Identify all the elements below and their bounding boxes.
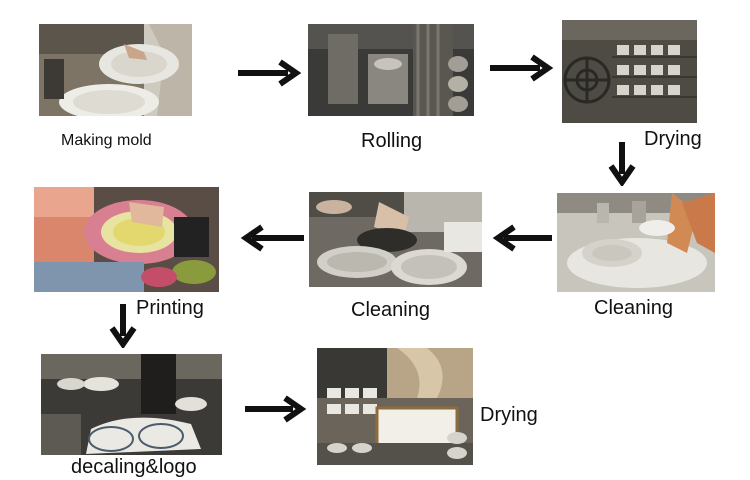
cleaning-photo [309, 192, 482, 287]
step-label-rolling: Rolling [361, 130, 423, 152]
arrow-down-icon [108, 302, 138, 348]
step-label-printing: Printing [136, 297, 204, 319]
decaling-photo [41, 354, 222, 455]
step-label-drying: Drying [644, 128, 702, 150]
arrow-down-icon [607, 140, 637, 186]
making-mold-photo [39, 24, 192, 116]
step-label-making-mold: Making mold [61, 132, 152, 149]
cleaning-photo [557, 193, 715, 292]
drying-photo [562, 20, 697, 123]
drying-photo [317, 348, 473, 465]
arrow-right-icon [243, 394, 309, 424]
arrow-right-icon [488, 53, 556, 83]
step-label-drying: Drying [480, 404, 538, 426]
arrow-right-icon [236, 58, 304, 88]
step-label-cleaning: Cleaning [351, 299, 430, 321]
arrow-left-icon [240, 223, 306, 253]
rolling-photo [308, 24, 474, 116]
printing-photo [34, 187, 219, 292]
arrow-left-icon [492, 223, 554, 253]
step-label-decaling: decaling&logo [71, 456, 197, 478]
step-label-cleaning: Cleaning [594, 297, 673, 319]
